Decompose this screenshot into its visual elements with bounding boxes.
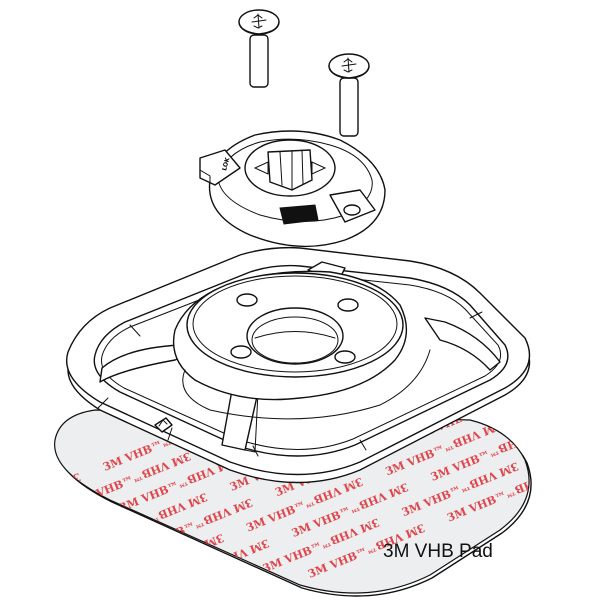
pad-print-text: 3M VHB™ bbox=[7, 546, 70, 582]
pad-print-text: 3M VHB™ bbox=[0, 506, 54, 542]
pad-print-text: 3M VHB™ bbox=[122, 596, 185, 600]
pad-print-text: 3M VHB™ bbox=[224, 577, 287, 600]
base-plate bbox=[66, 246, 531, 484]
alignment-arrow-icon bbox=[154, 417, 173, 433]
pad-print-text: 3M VHB™ bbox=[23, 587, 86, 600]
pad-print-text: 3M VHB™ bbox=[539, 427, 600, 463]
lok-marking: LOK bbox=[221, 156, 231, 171]
screw-left bbox=[238, 9, 280, 88]
pad-print-text: 3M VHB™ bbox=[179, 572, 242, 600]
screw-right bbox=[328, 53, 370, 137]
pad-print-text: 3M VHB™ bbox=[151, 561, 214, 597]
pad-print-text: 3M VHB™ bbox=[89, 514, 152, 550]
phillips-head-icon bbox=[341, 57, 357, 73]
pad-print-text: 3M VHB™ bbox=[523, 387, 586, 423]
phillips-head-icon bbox=[251, 13, 267, 29]
pad-print-text: 3M VHB™ bbox=[105, 555, 168, 591]
pad-print-text: 3M VHB™ bbox=[69, 593, 132, 600]
pad-callout-label: 3M VHB Pad bbox=[383, 541, 493, 562]
pad-print-text: 3M VHB™ bbox=[0, 535, 42, 571]
pad-print-text: 3M VHB™ bbox=[52, 552, 115, 588]
pad-print-text: 3M VHB™ bbox=[0, 576, 58, 600]
locking-clamp: LOK bbox=[199, 130, 386, 248]
pad-print-text: 3M VHB™ bbox=[19, 470, 82, 506]
pad-print-text: 3M VHB™ bbox=[0, 494, 25, 530]
lock-slot bbox=[279, 204, 319, 225]
pad-print-text: 3M VHB™ bbox=[36, 511, 99, 547]
